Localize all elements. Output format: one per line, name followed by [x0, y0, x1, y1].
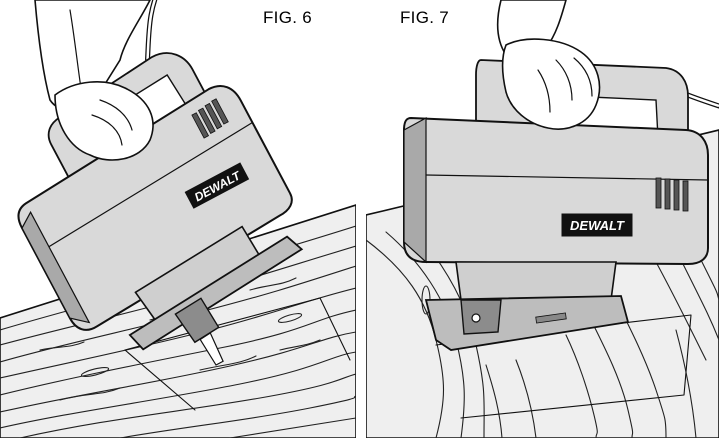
operator-hand [54, 81, 154, 161]
figure-7-label: FIG. 7 [400, 8, 450, 27]
jigsaw-body: DEWALT [403, 59, 719, 351]
brand-plate: DEWALT [561, 213, 633, 237]
operator-hand [501, 38, 601, 130]
figure-7-illustration: DEWALT [366, 0, 719, 438]
figure-7-panel: DEWALT FIG. 7 [366, 0, 719, 438]
motor-vents [191, 98, 229, 139]
brand-logo-text: DEWALT [570, 218, 625, 233]
figure-6-illustration: DEWALT [0, 0, 356, 438]
figure-6-panel: DEWALT FIG. 6 [0, 0, 356, 438]
figure-6-label: FIG. 6 [263, 8, 313, 27]
motor-vents [655, 177, 689, 212]
